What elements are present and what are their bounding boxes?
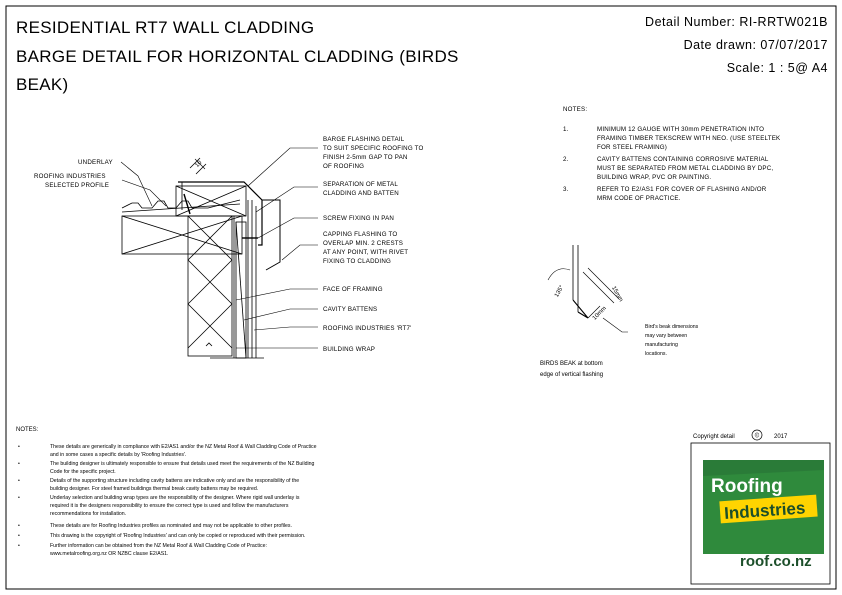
notes-bottom: NOTES: • These details are generically i…: [16, 427, 317, 557]
title-line-3: BEAK): [16, 75, 69, 94]
logo-yellow-band: [719, 494, 818, 524]
logo-url: roof.co.nz: [740, 553, 812, 570]
title-line-2: BARGE DETAIL FOR HORIZONTAL CLADDING (BI…: [16, 47, 459, 66]
note-2-num: 2.: [563, 156, 569, 163]
label-screw-fixing: SCREW FIXING IN PAN: [323, 215, 394, 222]
label-dim-10mm: 10mm: [592, 306, 608, 322]
label-barge-2: TO SUIT SPECIFIC ROOFING TO: [323, 145, 424, 152]
label-rt7: ROOFING INDUSTRIES 'RT7': [323, 325, 412, 332]
note-bottom-2-1: The building designer is ultimately resp…: [50, 461, 315, 467]
note-bottom-1-1: These details are generically in complia…: [50, 444, 317, 450]
rt7-cladding: [247, 200, 257, 358]
label-face-of-framing: FACE OF FRAMING: [323, 286, 383, 293]
label-dim-15: 15mm: [610, 286, 624, 303]
label-dim-10: 10: [194, 160, 203, 169]
note-bottom-2-2: Code for the specific project.: [50, 469, 116, 475]
roofing-industries-logo: Roofing Industries roof.co.nz: [703, 460, 824, 570]
birds-beak-note-3: manufacturing: [645, 342, 678, 348]
note-3-num: 3.: [563, 186, 569, 193]
label-barge-4: OF ROOFING: [323, 163, 364, 170]
label-underlay: UNDERLAY: [78, 159, 113, 166]
note-1-line-3: FOR STEEL FRAMING): [597, 144, 667, 151]
note-2-line-3: BUILDING WRAP, PVC OR PAINTING.: [597, 174, 711, 181]
birds-beak-caption-1: BIRDS BEAK at bottom: [540, 361, 603, 367]
note-bottom-4-3: recommendations for installation.: [50, 511, 126, 517]
label-separation-2: CLADDING AND BATTEN: [323, 190, 399, 197]
note-bottom-7-2: www.metalroofing.org.nz OR NZBC clause E…: [50, 551, 169, 557]
birds-beak-detail: [547, 245, 628, 333]
label-capping-4: FIXING TO CLADDING: [323, 258, 391, 265]
note-bottom-5-1: These details are for Roofing Industries…: [50, 523, 292, 529]
label-capping-1: CAPPING FLASHING TO: [323, 231, 397, 238]
note-bottom-3-2: building designer. For steel framed buil…: [50, 486, 258, 492]
detail-number: Detail Number: RI-RRTW021B: [645, 15, 828, 29]
label-building-wrap: BUILDING WRAP: [323, 346, 375, 353]
copyright-text: Copyright detail: [693, 434, 735, 440]
copyright-year: 2017: [774, 434, 788, 440]
copyright-symbol: ©: [755, 433, 760, 440]
logo-box: [690, 442, 831, 585]
label-separation-1: SEPARATION OF METAL: [323, 181, 398, 188]
leader-lines: [120, 147, 318, 349]
logo-roofing: Roofing: [711, 476, 783, 497]
title-line-1: RESIDENTIAL RT7 WALL CLADDING: [16, 18, 314, 37]
note-bottom-1-2: and in some cases a specific details by …: [50, 452, 186, 458]
note-bottom-7-1: Further information can be obtained from…: [50, 543, 267, 549]
note-3-line-1: REFER TO E2/AS1 FOR COVER OF FLASHING AN…: [597, 186, 767, 193]
label-barge-1: BARGE FLASHING DETAIL: [323, 136, 405, 143]
label-roofing-industries-2: SELECTED PROFILE: [45, 182, 109, 189]
label-capping-3: AT ANY POINT, WITH RIVET: [323, 249, 408, 256]
note-bottom-4-2: required it is the designers responsibil…: [50, 503, 289, 509]
svg-text:•: •: [18, 461, 20, 467]
barge-section-drawing: [121, 157, 281, 359]
svg-text:•: •: [18, 533, 20, 539]
date-drawn: Date drawn: 07/07/2017: [684, 38, 828, 52]
label-cavity-battens: CAVITY BATTENS: [323, 306, 377, 313]
note-2-line-1: CAVITY BATTENS CONTAINING CORROSIVE MATE…: [597, 156, 769, 163]
svg-text:•: •: [18, 478, 20, 484]
note-1-line-2: FRAMING TIMBER TEKSCREW WITH NEO. (USE S…: [597, 135, 781, 142]
notes-bottom-heading: NOTES:: [16, 427, 39, 433]
note-bottom-3-1: Details of the supporting structure incl…: [50, 478, 299, 484]
svg-text:•: •: [18, 543, 20, 549]
capping-flashing: [262, 199, 281, 271]
note-1-num: 1.: [563, 126, 569, 133]
label-roofing-industries-1: ROOFING INDUSTRIES: [34, 173, 106, 180]
note-3-line-2: MRM CODE OF PRACTICE.: [597, 195, 681, 202]
label-barge-3: FINISH 2-5mm GAP TO PAN: [323, 154, 408, 161]
birds-beak-note-4: locations.: [645, 351, 667, 357]
copyright-circle: [751, 429, 763, 441]
roofing-profile: [121, 199, 241, 209]
svg-text:•: •: [18, 523, 20, 529]
birds-beak-caption-2: edge of vertical flashing: [540, 372, 603, 378]
birds-beak-note-2: may vary between: [645, 333, 687, 339]
sheet-border: [5, 5, 837, 590]
note-bottom-4-1: Underlay selection and building wrap typ…: [50, 495, 300, 501]
label-capping-2: OVERLAP MIN. 2 CRESTS: [323, 240, 403, 247]
notes-right-heading: NOTES:: [563, 106, 587, 113]
birds-beak-note-1: Bird's beak dimensions: [645, 324, 699, 330]
label-angle-135: 135°: [554, 284, 566, 298]
notes-right: NOTES: 1. MINIMUM 12 GAUGE WITH 30mm PEN…: [563, 106, 781, 202]
wall-stud: [187, 215, 233, 357]
svg-text:•: •: [18, 444, 20, 450]
barge-flashing: [178, 181, 263, 246]
note-2-line-2: MUST BE SEPARATED FROM METAL CLADDING BY…: [597, 165, 773, 172]
note-1-line-1: MINIMUM 12 GAUGE WITH 30mm PENETRATION I…: [597, 126, 764, 133]
note-bottom-6-1: This drawing is the copyright of 'Roofin…: [50, 533, 305, 539]
svg-text:•: •: [18, 495, 20, 501]
scale: Scale: 1 : 5@ A4: [727, 61, 828, 75]
